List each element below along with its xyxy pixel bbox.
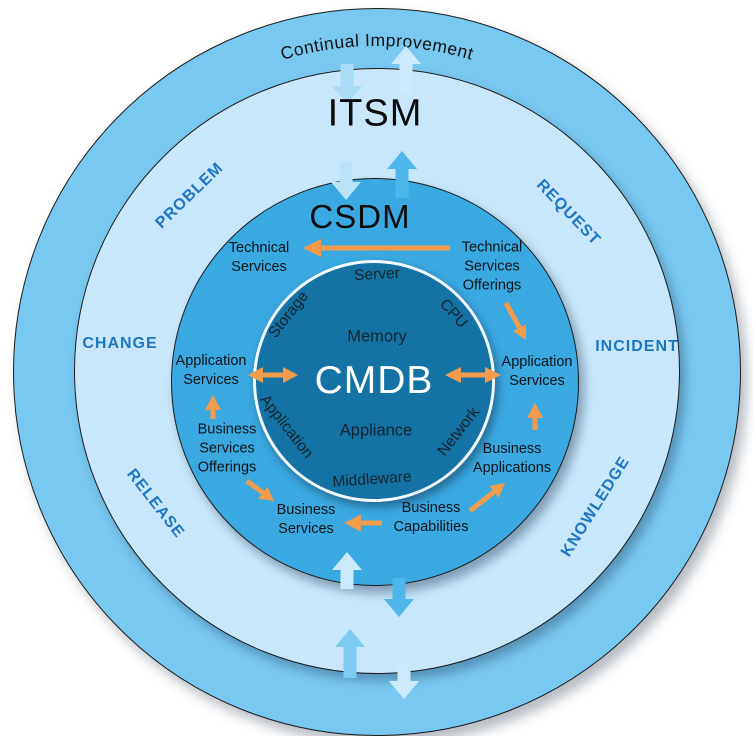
itsm-title: ITSM xyxy=(327,92,423,135)
process-change: CHANGE xyxy=(82,335,158,352)
node-technical-services-offerings: Technical Services Offerings xyxy=(461,239,523,294)
node-business-capabilities: Business Capabilities xyxy=(393,499,469,535)
process-incident: INCIDENT xyxy=(595,338,679,355)
node-application-services-left: Application Services xyxy=(175,352,247,388)
node-business-services: Business Services xyxy=(276,501,336,537)
ci-server: Server xyxy=(353,264,401,285)
node-business-applications: Business Applications xyxy=(472,440,552,476)
csdm-title: CSDM xyxy=(309,198,411,235)
node-application-services-right: Application Services xyxy=(501,353,573,389)
node-business-services-offerings: Business Services Offerings xyxy=(197,421,257,476)
ci-memory: Memory xyxy=(347,327,407,346)
ci-appliance: Appliance xyxy=(339,421,413,440)
cmdb-title: CMDB xyxy=(314,359,434,402)
node-technical-services: Technical Services xyxy=(228,239,290,275)
